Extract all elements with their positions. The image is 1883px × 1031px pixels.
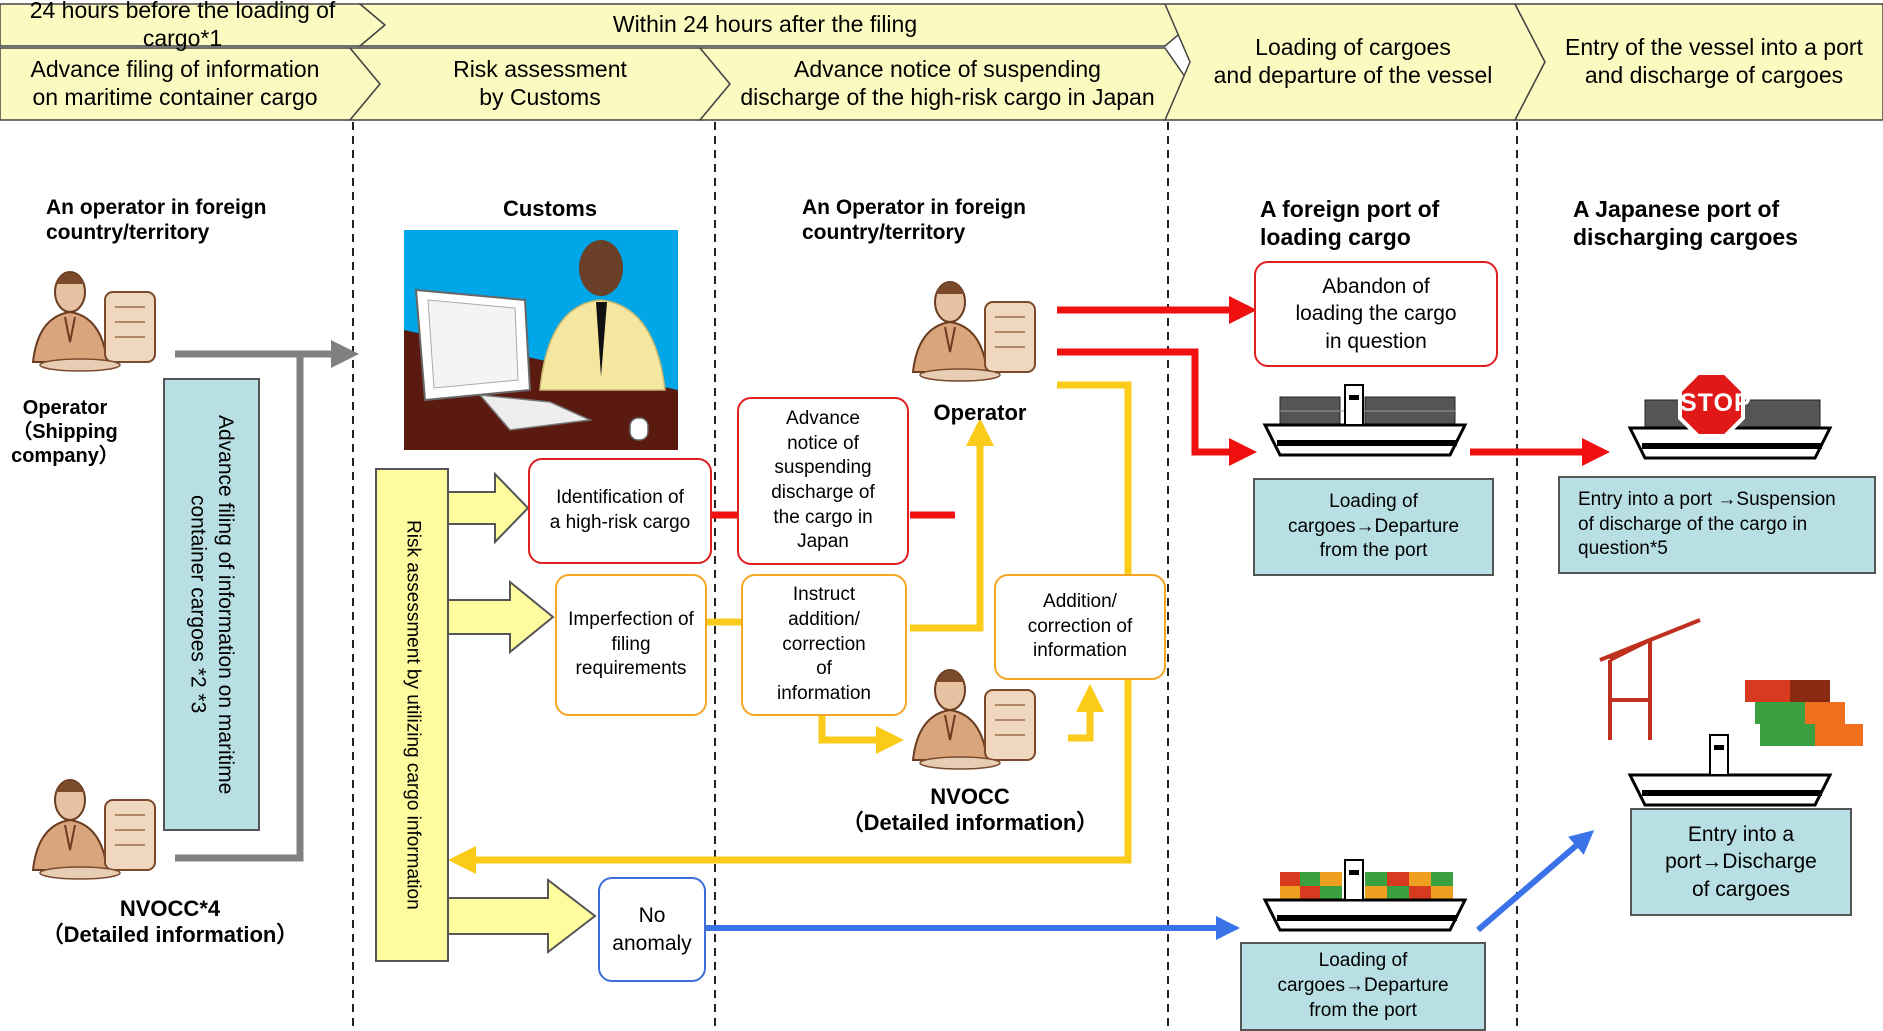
label-operator-shipping: Operator （Shipping company） bbox=[11, 397, 119, 467]
identification-box: Identification of a high-risk cargo bbox=[528, 458, 712, 564]
ship-foreign-2 bbox=[1263, 858, 1467, 932]
label-nvocc-detailed: NVOCC （Detailed information） bbox=[841, 784, 1099, 836]
header-advance-notice: Advance notice of suspending discharge o… bbox=[740, 56, 1155, 110]
label-operator: Operator bbox=[933, 400, 1027, 425]
abandon-loading-box: Abandon of loading the cargo in question bbox=[1254, 261, 1498, 367]
header-band bbox=[0, 3, 1883, 121]
operator-shipping-figure bbox=[32, 271, 156, 372]
branch-arrows bbox=[447, 471, 597, 955]
gray-filing-path bbox=[175, 340, 359, 862]
nvocc-figure bbox=[912, 669, 1036, 770]
header-entry-discharge: Entry of the vessel into a port and disc… bbox=[1565, 34, 1863, 88]
loading-departure-box-2: Loading of cargoes→Departure from the po… bbox=[1240, 942, 1486, 1031]
label-foreign-port: A foreign port of loading cargo bbox=[1260, 196, 1440, 250]
instruct-box: Instruct addition/ correction of informa… bbox=[741, 574, 907, 716]
advance-notice-box: Advance notice of suspending discharge o… bbox=[737, 397, 909, 565]
label-nvocc4: NVOCC*4 （Detailed information） bbox=[41, 896, 299, 948]
imperfection-box: Imperfection of filing requirements bbox=[555, 574, 707, 716]
nvocc4-figure bbox=[32, 779, 156, 880]
stop-sign-text: STOP bbox=[1680, 389, 1752, 417]
entry-suspension-box: Entry into a port →Suspension of dischar… bbox=[1558, 476, 1876, 574]
operator-figure bbox=[912, 281, 1036, 382]
advance-filing-box: Advance filing of information on maritim… bbox=[163, 378, 260, 831]
red-path bbox=[712, 296, 1610, 519]
no-anomaly-box: No anomaly bbox=[598, 877, 706, 982]
header-within-24h: Within 24 hours after the filing bbox=[612, 11, 918, 38]
label-japanese-port: A Japanese port of discharging cargoes bbox=[1573, 196, 1798, 250]
column-separators bbox=[352, 122, 1518, 1031]
header-24h-before: 24 hours before the loading of cargo*1 bbox=[29, 0, 336, 51]
header-advance-filing: Advance filing of information on maritim… bbox=[30, 56, 320, 110]
ship-foreign-1 bbox=[1263, 383, 1467, 457]
header-risk-assessment: Risk assessment by Customs bbox=[453, 56, 627, 110]
ship-japan-stop bbox=[1628, 371, 1832, 460]
label-customs: Customs bbox=[502, 196, 598, 221]
risk-assessment-box: Risk assessment by utilizing cargo infor… bbox=[375, 468, 449, 962]
ship-japan-crane bbox=[1599, 618, 1863, 807]
label-foreign-operator: An operator in foreign country/territory bbox=[46, 196, 267, 245]
addition-correction-box: Addition/ correction of information bbox=[994, 574, 1166, 680]
entry-discharge-box: Entry into a port→Discharge of cargoes bbox=[1630, 808, 1852, 916]
blue-path bbox=[700, 830, 1595, 940]
header-loading-departure: Loading of cargoes and departure of the … bbox=[1213, 34, 1493, 88]
loading-departure-box-1: Loading of cargoes→Departure from the po… bbox=[1253, 478, 1494, 576]
label-foreign-operator-2: An Operator in foreign country/territory bbox=[802, 196, 1027, 245]
customs-illustration bbox=[404, 230, 678, 450]
